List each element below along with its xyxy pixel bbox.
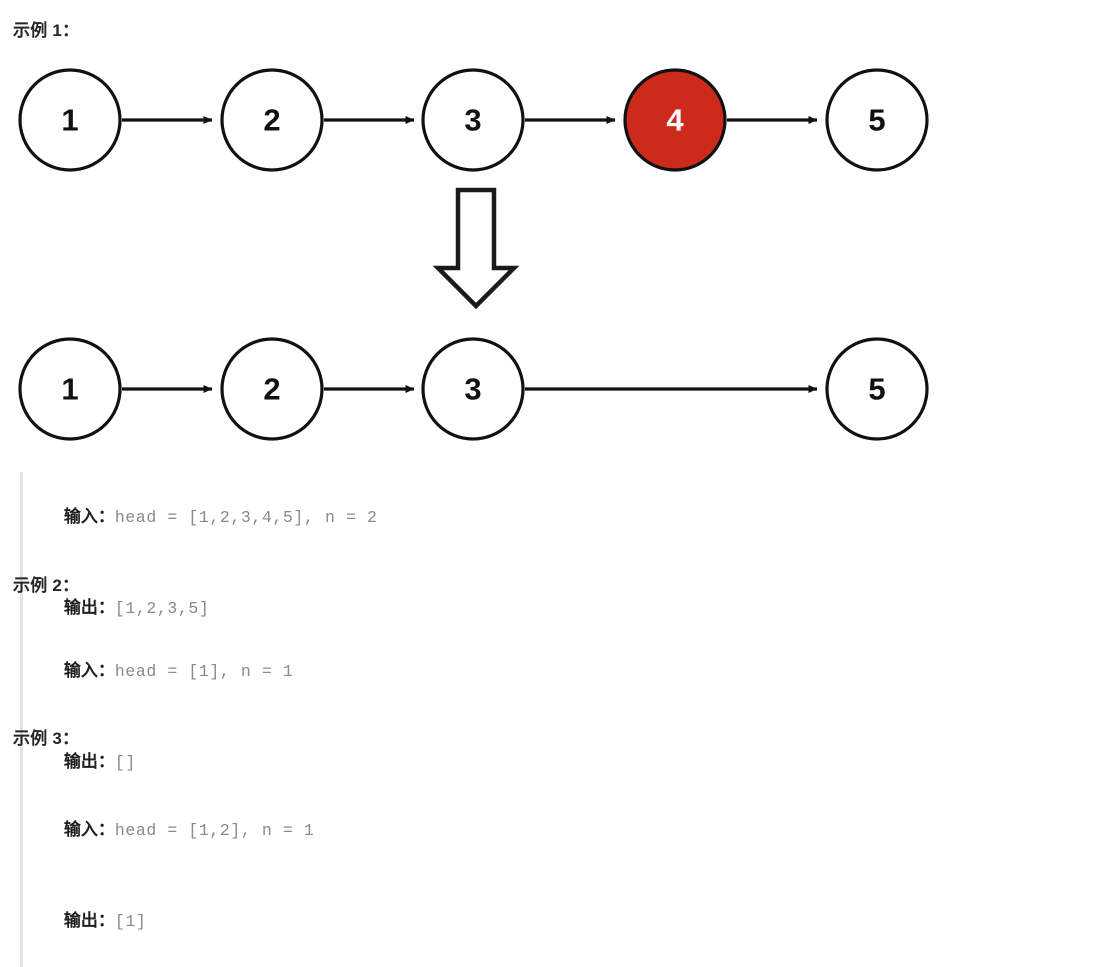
linked-list-diagram-svg: 1 2 3 4 5 [18, 68, 929, 441]
node-after-2: 2 [220, 337, 324, 441]
node-circle [18, 337, 122, 441]
node-label: 5 [868, 103, 885, 138]
output-value: [1] [114, 912, 147, 931]
node-label: 2 [263, 103, 280, 138]
example-2-output-line: 输出：[] [45, 717, 293, 808]
node-circle [220, 68, 324, 172]
node-label: 4 [666, 103, 684, 138]
example-1-io-block: 输入：head = [1,2,3,4,5], n = 2 输出：[1,2,3,5… [20, 472, 377, 654]
input-label: 输入： [63, 661, 115, 680]
node-after-1: 1 [18, 337, 122, 441]
node-circle [825, 68, 929, 172]
node-circle [220, 337, 324, 441]
example-3-heading: 示例 3： [13, 729, 80, 748]
node-before-5: 5 [825, 68, 929, 172]
example-1-input-line: 输入：head = [1,2,3,4,5], n = 2 [45, 472, 377, 563]
output-label: 输出： [63, 598, 115, 617]
node-circle-highlight [623, 68, 727, 172]
node-circle [18, 68, 122, 172]
node-after-5: 5 [825, 337, 929, 441]
input-value: head = [1], n = 1 [114, 662, 294, 681]
node-before-4-highlighted: 4 [623, 68, 727, 172]
node-label: 3 [464, 103, 481, 138]
example-3-io-block: 输入：head = [1,2], n = 1 输出：[1] [20, 785, 314, 967]
node-label: 1 [61, 372, 78, 407]
node-circle [825, 337, 929, 441]
node-label: 5 [868, 372, 885, 407]
example-2-input-line: 输入：head = [1], n = 1 [45, 626, 293, 717]
output-label: 输出： [63, 752, 115, 771]
node-circle [421, 337, 525, 441]
example-1-output-line: 输出：[1,2,3,5] [45, 563, 377, 654]
linked-list-figure: 1 2 3 4 5 [0, 48, 1098, 458]
node-label: 1 [61, 103, 78, 138]
output-value: [1,2,3,5] [114, 599, 210, 618]
output-value: [] [114, 753, 136, 772]
node-after-3: 3 [421, 337, 525, 441]
down-block-arrow-icon [432, 187, 520, 310]
example-2-io-block: 输入：head = [1], n = 1 输出：[] [20, 626, 293, 808]
linked-list-row-after: 1 2 3 5 [18, 337, 929, 441]
example-3-input-line: 输入：head = [1,2], n = 1 [45, 785, 314, 876]
example-2-heading: 示例 2： [13, 576, 80, 595]
node-before-2: 2 [220, 68, 324, 172]
node-before-3: 3 [421, 68, 525, 172]
example-3-output-line: 输出：[1] [45, 876, 314, 967]
linked-list-row-before: 1 2 3 4 5 [18, 68, 929, 172]
input-label: 输入： [63, 507, 115, 526]
input-value: head = [1,2], n = 1 [114, 821, 315, 840]
example-1-heading: 示例 1： [13, 21, 80, 40]
output-label: 输出： [63, 911, 115, 930]
node-label: 3 [464, 372, 481, 407]
node-before-1: 1 [18, 68, 122, 172]
input-value: head = [1,2,3,4,5], n = 2 [114, 508, 378, 527]
node-label: 2 [263, 372, 280, 407]
node-circle [421, 68, 525, 172]
input-label: 输入： [63, 820, 115, 839]
